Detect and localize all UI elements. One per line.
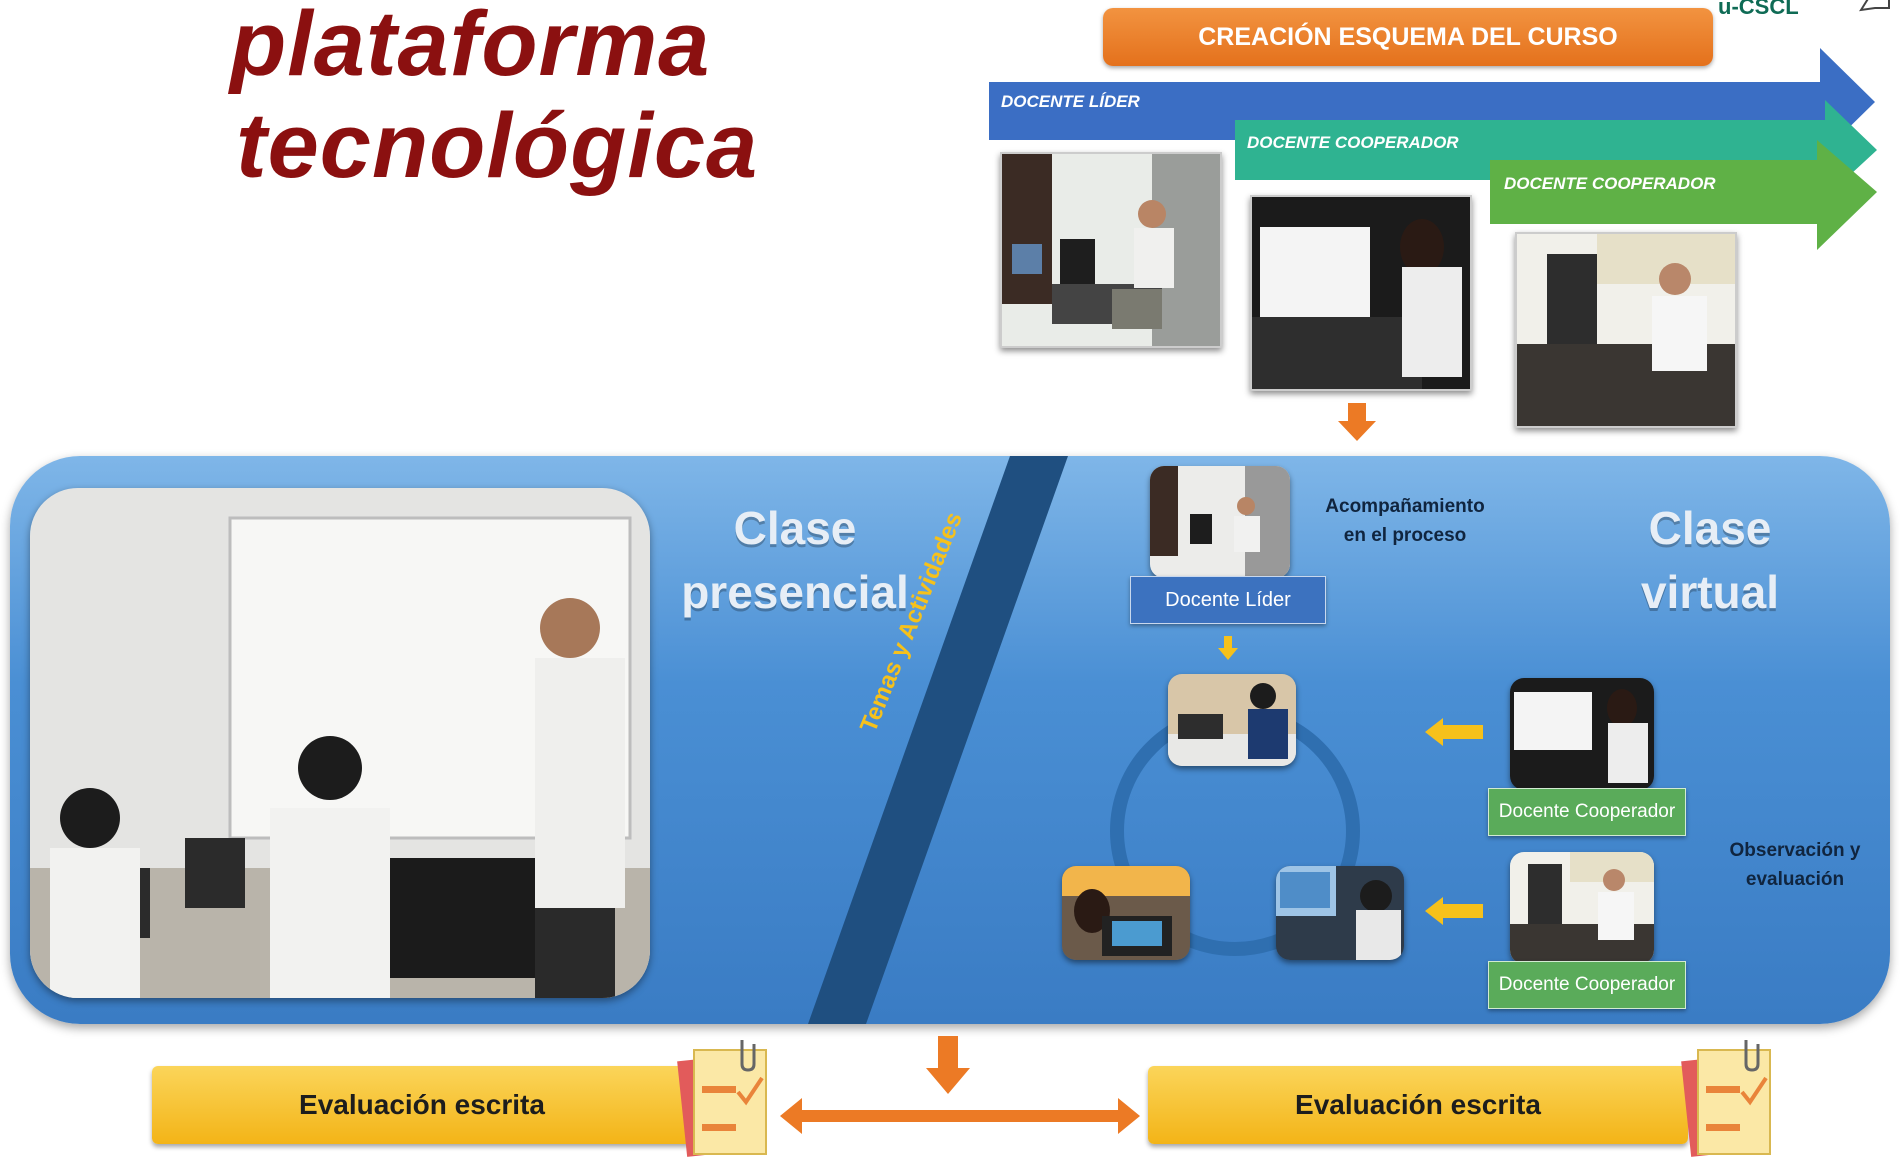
logo-text: u-CSCL [1718,0,1799,19]
down-arrow-orange [1338,403,1376,441]
clase-presencial-label: Clase presencial [665,496,925,624]
class-panel: Temas y Actividades Clase presencial Cla… [10,456,1890,1024]
acompanamiento-line-2: en el proceso [1343,525,1467,546]
clase-presencial-line-1: Clase [733,502,857,554]
docente-cooperador-1-box: Docente Cooperador [1488,788,1686,836]
title-line-2: tecnológica [236,95,759,197]
thumb-docente-cooperador-1 [1510,678,1654,790]
docente-cooperador-2-box: Docente Cooperador [1488,961,1686,1009]
acompanamiento-label: Acompañamiento en el proceso [1310,492,1500,550]
down-arrow-yellow [1218,636,1238,660]
observacion-line-2: evaluación [1745,869,1845,890]
clase-virtual-line-2: virtual [1640,566,1780,618]
photo-docente-cooperador-2 [1515,232,1737,428]
clase-virtual-line-1: Clase [1648,502,1772,554]
topics-band [808,456,1068,1024]
clase-virtual-label: Clase virtual [1610,496,1810,624]
thumb-cycle-top [1168,674,1296,766]
arrow-label-docente-cooperador-1: DOCENTE COOPERADOR [1247,133,1459,152]
clase-presencial-line-2: presencial [681,566,909,618]
observacion-label: Observación y evaluación [1700,836,1890,894]
evaluacion-escrita-left: Evaluación escrita [152,1066,692,1144]
arrow-label-docente-cooperador-2: DOCENTE COOPERADOR [1504,174,1716,193]
acompanamiento-line-1: Acompañamiento [1325,496,1485,517]
observacion-line-1: Observación y [1729,840,1861,861]
left-arrow-yellow-2 [1425,897,1483,925]
thumb-cycle-right [1276,866,1404,960]
bottom-connector-arrows [780,1036,1140,1134]
checklist-icon-left [677,1040,767,1157]
document-icon [1859,0,1890,12]
thumb-docente-lider [1150,466,1290,578]
course-scheme-header: CREACIÓN ESQUEMA DEL CURSO [1103,8,1713,66]
docente-lider-box: Docente Líder [1130,576,1326,624]
photo-docente-lider [1000,152,1222,348]
classroom-photo [30,488,650,998]
arrow-label-docente-lider: DOCENTE LÍDER [1001,92,1140,111]
evaluacion-escrita-right: Evaluación escrita [1148,1066,1688,1144]
left-arrow-yellow-1 [1425,718,1483,746]
thumb-cycle-left [1062,866,1190,960]
photo-docente-cooperador-1 [1250,195,1472,391]
arrow-docente-cooperador-2-shape [1490,140,1877,250]
checklist-icon-right [1681,1040,1771,1157]
title-line-1: plataforma [230,0,711,95]
role-arrows [989,48,1877,250]
thumb-docente-cooperador-2 [1510,852,1654,964]
